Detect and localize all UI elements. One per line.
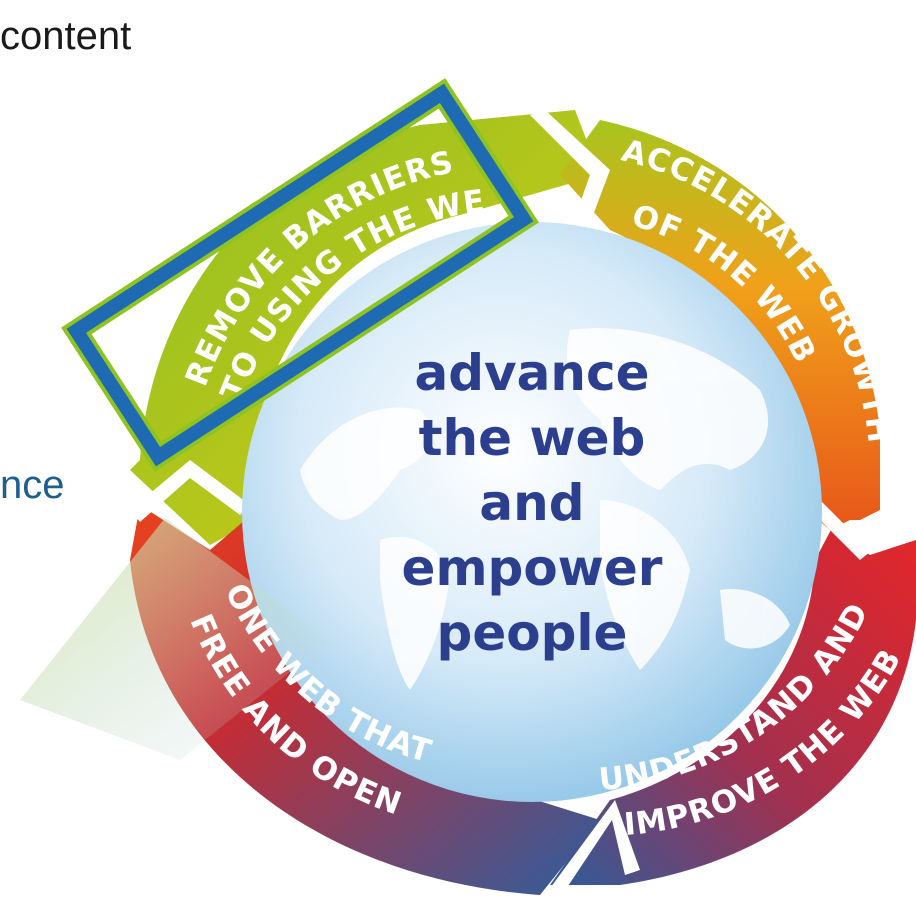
- highlight-box: [61, 78, 539, 472]
- center-line-4: empower: [402, 539, 663, 597]
- center-message: advance the web and empower people: [402, 344, 663, 662]
- separator-arrow-top: [530, 110, 610, 250]
- world-map-icon: [300, 328, 790, 690]
- slide-title-fragment: content: [0, 14, 132, 58]
- center-line-3: and: [479, 474, 584, 532]
- separator-arrow-bottom: [545, 800, 640, 895]
- separator-arrow-right: [780, 470, 916, 560]
- highlight-beam: [20, 518, 330, 760]
- center-line-5: people: [437, 604, 628, 662]
- center-line-1: advance: [414, 344, 649, 402]
- separator-arrow-left: [130, 460, 250, 522]
- segment-ring-understand-improve: [550, 528, 916, 885]
- center-line-2: the web: [419, 409, 646, 467]
- segment-ring-remove-barriers: [130, 110, 600, 545]
- slide-text-fragment: nce: [0, 463, 65, 507]
